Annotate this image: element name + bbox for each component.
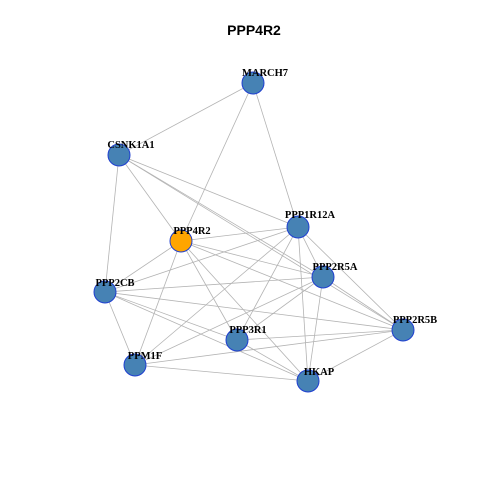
node-ppp2r5a[interactable]: PPP2R5A — [311, 262, 358, 289]
node-circle[interactable] — [311, 265, 335, 289]
edge-ppp2r5a-hkap — [307, 276, 324, 382]
edge-ppp2cb-hkap — [104, 291, 309, 382]
node-label: PPP3R1 — [229, 325, 266, 336]
node-label: PPP2CB — [95, 278, 134, 289]
edge-ppp4r2-ppm1f — [134, 240, 182, 366]
edge-ppp4r2-ppp2cb — [104, 240, 182, 293]
node-label: PPM1F — [128, 351, 162, 362]
edge-csnk1a1-ppp2r5a — [118, 154, 324, 278]
edge-ppp2r5b-ppm1f — [134, 329, 404, 366]
edge-csnk1a1-ppp2cb — [104, 154, 120, 293]
edge-ppp2r5b-ppp3r1 — [236, 329, 404, 341]
node-circle[interactable] — [225, 328, 249, 352]
edge-march7-ppp1r12a — [252, 82, 299, 228]
edge-ppp2r5a-ppp2cb — [104, 276, 324, 293]
node-march7[interactable]: MARCH7 — [241, 68, 288, 95]
node-circle[interactable] — [93, 280, 117, 304]
edge-ppp4r2-ppp3r1 — [180, 240, 238, 341]
node-label: HKAP — [304, 367, 335, 378]
edge-ppp2cb-ppm1f — [104, 291, 136, 366]
diagram-title: PPP4R2 — [227, 22, 281, 38]
edge-ppp1r12a-ppp2cb — [104, 226, 299, 293]
edge-ppp2cb-ppp3r1 — [104, 291, 238, 341]
node-ppp2r5b[interactable]: PPP2R5B — [391, 315, 437, 342]
edge-ppp4r2-ppp2r5a — [180, 240, 324, 278]
edge-ppm1f-hkap — [134, 364, 309, 382]
node-label: PPP4R2 — [173, 226, 210, 237]
edge-ppp2r5a-ppm1f — [134, 276, 324, 366]
edge-ppp3r1-hkap — [236, 339, 309, 382]
node-circle[interactable] — [241, 71, 265, 95]
node-label: PPP1R12A — [285, 210, 336, 221]
node-ppp3r1[interactable]: PPP3R1 — [225, 325, 267, 352]
node-circle[interactable] — [107, 143, 131, 167]
node-circle[interactable] — [296, 369, 320, 393]
edge-layer — [104, 82, 404, 382]
edge-ppp1r12a-ppp3r1 — [236, 226, 299, 341]
node-label: PPP2R5B — [393, 315, 437, 326]
edge-ppp2r5b-hkap — [307, 329, 404, 382]
node-ppp2cb[interactable]: PPP2CB — [93, 278, 135, 304]
edge-ppp4r2-ppp2r5b — [180, 240, 404, 331]
node-circle[interactable] — [391, 318, 415, 342]
edge-ppp4r2-ppp1r12a — [180, 226, 299, 242]
edge-march7-csnk1a1 — [118, 82, 254, 156]
node-hkap[interactable]: HKAP — [296, 367, 335, 393]
node-csnk1a1[interactable]: CSNK1A1 — [107, 140, 155, 167]
edge-ppp1r12a-hkap — [297, 226, 309, 382]
edge-ppp2cb-ppp2r5b — [104, 291, 404, 331]
node-ppp1r12a[interactable]: PPP1R12A — [285, 210, 336, 239]
edge-ppp2r5a-ppp2r5b — [322, 276, 404, 331]
edge-march7-ppp4r2 — [180, 82, 254, 242]
node-circle[interactable] — [169, 229, 193, 253]
node-ppm1f[interactable]: PPM1F — [123, 351, 162, 377]
node-circle[interactable] — [123, 353, 147, 377]
edge-ppp1r12a-ppm1f — [134, 226, 299, 366]
edge-csnk1a1-ppp1r12a — [118, 154, 299, 228]
edge-ppp1r12a-ppp2r5b — [297, 226, 404, 331]
edge-ppp4r2-hkap — [180, 240, 309, 382]
node-label: PPP2R5A — [313, 262, 358, 273]
node-circle[interactable] — [286, 215, 310, 239]
edge-csnk1a1-ppp2r5b — [118, 154, 404, 331]
node-label: MARCH7 — [242, 68, 288, 79]
edge-ppp2r5a-ppp3r1 — [236, 276, 324, 341]
edge-csnk1a1-ppp4r2 — [118, 154, 182, 242]
node-label: CSNK1A1 — [107, 140, 154, 151]
node-ppp4r2[interactable]: PPP4R2 — [169, 226, 211, 253]
